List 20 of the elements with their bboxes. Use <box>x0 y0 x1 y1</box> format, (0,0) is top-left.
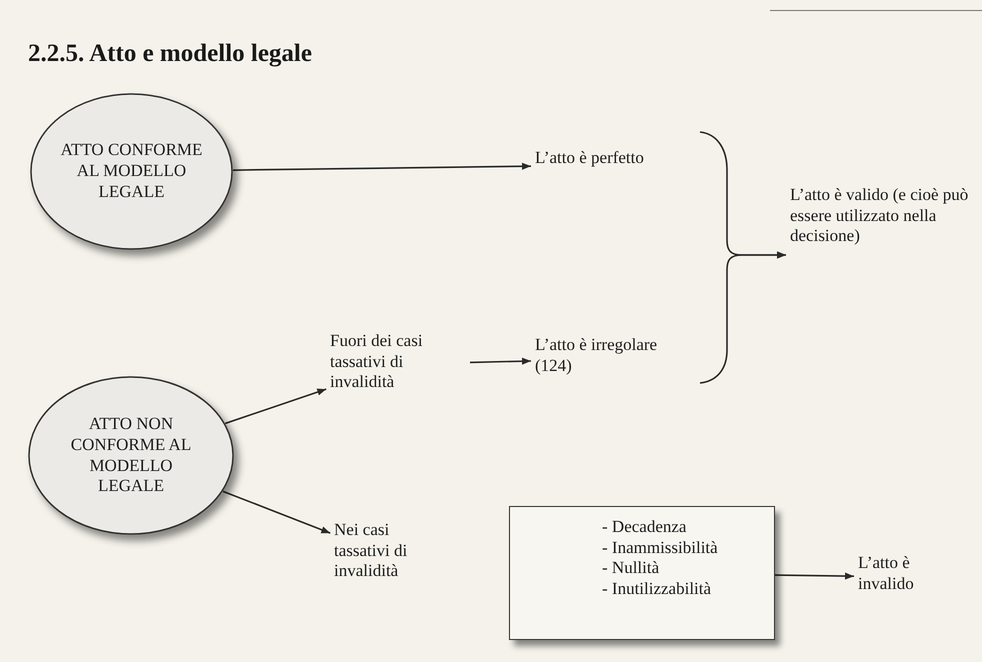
list-item: - Inammissibilità <box>602 538 718 558</box>
node-text: Fuori dei casi tassativi di invalidità <box>330 331 424 394</box>
list-item: - Inutilizzabilità <box>602 579 712 600</box>
node-text: L’atto è irregolare (124) <box>535 335 658 376</box>
section-title: 2.2.5. Atto e modello legale <box>28 40 312 68</box>
node-text: L’atto è invalido <box>858 553 915 594</box>
list-box <box>509 506 775 640</box>
arrow <box>774 572 854 580</box>
arrow <box>225 388 326 424</box>
node-text: Nei casi tassativi di invalidità <box>334 520 408 582</box>
ellipse-label: ATTO CONFORME AL MODELLO LEGALE <box>60 140 204 203</box>
node-text: L’atto è perfetto <box>535 148 645 169</box>
arrow <box>470 358 532 365</box>
list-item: - Decadenza <box>602 517 686 538</box>
ellipse-label: ATTO NON CONFORME AL MODELLO LEGALE <box>70 414 192 497</box>
list-item: - Nullità <box>602 558 660 580</box>
brace-arrow <box>700 251 786 384</box>
node-text: L’atto è valido (e cioè può essere utilizzato nella decisione) <box>790 185 970 248</box>
arrow <box>232 162 532 171</box>
arrow <box>222 490 331 534</box>
